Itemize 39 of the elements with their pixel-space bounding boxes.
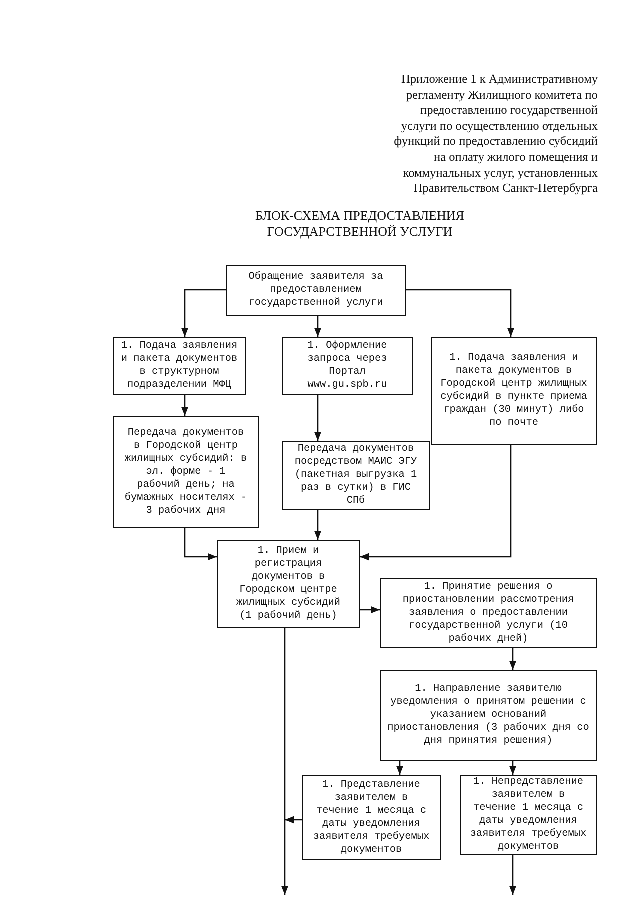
box-text: 1. Принятие решения о приостановлении рассмотрения заявления о предоставлении государственной услуги (10 рабочих дней) <box>402 580 576 646</box>
box-text: 1. Оформление запроса через Портал www.gu.spb.ru <box>306 340 388 392</box>
arrow <box>181 395 189 416</box>
arrow <box>285 816 302 824</box>
box-text: 1. Непредставление заявителем в течение 1 месяца с даты уведомления заявителя требуемых документов <box>469 776 588 854</box>
box-text: Передача документов посредством МАИС ЭГУ (пакетная выгрузка 1 раз в сутки) в ГИС СПб <box>294 443 418 508</box>
arrow <box>281 628 289 895</box>
arrow <box>314 316 322 337</box>
arrow <box>509 855 517 895</box>
process-box <box>282 337 413 395</box>
arrow <box>181 289 226 337</box>
box-text: Обращение заявителя за предоставлением государственной услуги <box>248 271 384 310</box>
diagram-title: БЛОК-СХЕМА ПРЕДОСТАВЛЕНИЯ ГОСУДАРСТВЕННОЙ УСЛУГИ <box>254 208 466 240</box>
arrow <box>406 289 515 337</box>
process-box <box>302 775 441 860</box>
process-box <box>113 337 246 395</box>
arrow <box>509 648 517 670</box>
box-text: Передача документов в Городской центр жилищных субсидий: в эл. форме - 1 рабочий день; на бумажных носителях - 3 рабочих дня <box>124 426 248 518</box>
arrow <box>184 528 217 561</box>
appendix-note: Приложение 1 к Административному регламенту Жилищного комитета по предоставлению государственной услуги по осуществлению отдельных функций по предоставлению субсидий на оплату жилого помещения и коммунальных услуг, установленных Правительством Санкт-Петербурга <box>393 72 598 197</box>
arrow <box>360 606 380 614</box>
arrow <box>314 510 322 540</box>
arrow <box>314 395 322 441</box>
box-text: 1. Прием и регистрация документов в Городском центре жилищных субсидий (1 рабочий день) <box>236 545 342 623</box>
arrow <box>509 761 517 775</box>
box-text: 1. Направление заявителю уведомления о принятом решении с указанием оснований приостановления (3 рабочих дня со дня принятия решения) <box>387 683 590 748</box>
box-text: 1. Представление заявителем в течение 1 месяца с даты уведомления заявителя требуемых документов <box>313 778 430 856</box>
process-box <box>431 337 597 445</box>
process-box <box>380 670 597 761</box>
process-box <box>460 775 597 855</box>
process-box <box>282 441 430 510</box>
arrow <box>396 761 404 775</box>
process-box <box>380 578 597 648</box>
arrow <box>360 445 512 561</box>
process-box <box>217 540 360 628</box>
box-text: 1. Подача заявления и пакета документов в Городской центр жилищных субсидий в пункте приема граждан (30 минут) либо по почте <box>440 352 588 430</box>
box-text: 1. Подача заявления и пакета документов в структурном подразделении МФЦ <box>120 340 239 392</box>
process-box <box>113 416 259 528</box>
process-box <box>226 265 406 316</box>
